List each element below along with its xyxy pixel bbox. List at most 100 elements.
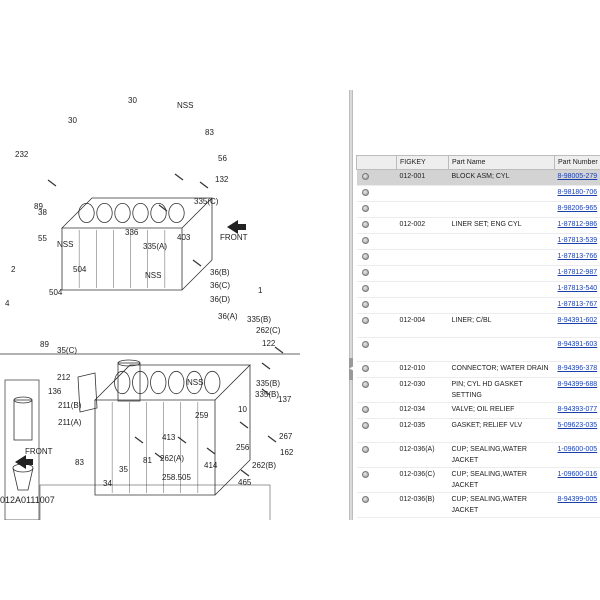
callout-label[interactable]: 504 [49, 288, 63, 297]
table-row[interactable]: 8-94391-603 [356, 337, 600, 362]
callout-label[interactable]: 132 [215, 175, 229, 184]
callout-label[interactable]: 232 [15, 150, 29, 159]
row-radio-button[interactable] [361, 406, 369, 413]
callout-label[interactable]: 122 [262, 339, 276, 348]
callout-label[interactable]: 36(B) [210, 268, 230, 277]
pane-splitter[interactable]: ◀ [349, 90, 354, 520]
row-radio-button[interactable] [361, 446, 369, 453]
callout-label[interactable]: 55 [38, 234, 47, 243]
callout-label[interactable]: 336 [125, 228, 139, 237]
callout-label[interactable]: 10 [238, 405, 247, 414]
callout-label[interactable]: 83 [205, 128, 214, 137]
part-number-link[interactable]: 8-94393-077 [557, 406, 598, 413]
table-row[interactable]: 8-98206-965 [356, 201, 600, 218]
row-radio-button[interactable] [361, 253, 369, 260]
row-radio-button[interactable] [361, 365, 369, 372]
part-number-link[interactable]: 1-87813-767 [557, 301, 598, 308]
callout-label[interactable]: 56 [218, 154, 227, 163]
part-number-link[interactable]: 1-87812-987 [557, 269, 598, 276]
callout-label[interactable]: 30 [68, 116, 77, 125]
callout-label[interactable]: 81 [143, 456, 152, 465]
row-radio-button[interactable] [361, 496, 369, 503]
part-number-link[interactable]: 8-94396-378 [557, 365, 598, 372]
callout-label[interactable]: 267 [279, 432, 293, 441]
callout-label[interactable]: 414 [204, 461, 218, 470]
table-row[interactable]: 1-87813-766 [356, 249, 600, 266]
callout-label[interactable]: 211(B) [58, 401, 82, 410]
callout-label[interactable]: 403 [177, 233, 191, 242]
part-number-link[interactable]: 1-87813-540 [557, 285, 598, 292]
part-number-link[interactable]: 1-87812-986 [557, 221, 598, 228]
callout-label[interactable]: 137 [278, 395, 292, 404]
callout-label[interactable]: 30 [128, 96, 137, 105]
callout-label[interactable]: 34 [103, 479, 112, 488]
callout-label[interactable]: 262(C) [256, 326, 281, 335]
part-number-link[interactable]: 8-94391-603 [557, 341, 598, 348]
row-radio-button[interactable] [361, 471, 369, 478]
table-row[interactable]: 1-87813-767 [356, 297, 600, 314]
row-radio-button[interactable] [361, 301, 369, 308]
row-radio-button[interactable] [361, 221, 369, 228]
table-row[interactable]: 1-87813-539 [356, 233, 600, 250]
part-number-link[interactable]: 8-98005-279 [557, 173, 598, 180]
table-row[interactable]: 1-87813-540 [356, 281, 600, 298]
callout-label[interactable]: 2 [11, 265, 16, 274]
callout-label[interactable]: 212 [57, 373, 71, 382]
callout-label[interactable]: 256 [236, 443, 250, 452]
callout-label[interactable]: 35(C) [57, 346, 77, 355]
part-number-link[interactable]: 1-09600-005 [557, 446, 598, 453]
part-number-link[interactable]: 8-98206-965 [557, 205, 598, 212]
callout-label[interactable]: 504 [73, 265, 87, 274]
callout-label[interactable]: 162 [280, 448, 294, 457]
row-radio-button[interactable] [361, 269, 369, 276]
callout-label[interactable]: 136 [48, 387, 62, 396]
callout-label[interactable]: 335(B) [247, 315, 271, 324]
callout-label[interactable]: 335(C) [194, 197, 219, 206]
callout-label[interactable]: 335(A) [143, 242, 167, 251]
callout-label[interactable]: 258.505 [162, 473, 191, 482]
callout-label[interactable]: 89 [40, 340, 49, 349]
callout-label[interactable]: NSS [177, 101, 193, 110]
row-radio-button[interactable] [361, 285, 369, 292]
row-radio-button[interactable] [361, 381, 369, 388]
callout-label[interactable]: 335(B) [256, 379, 280, 388]
callout-label[interactable]: FRONT [25, 447, 53, 456]
callout-label[interactable]: 36(D) [210, 295, 230, 304]
row-radio-button[interactable] [361, 422, 369, 429]
callout-label[interactable]: 262(B) [252, 461, 276, 470]
part-number-link[interactable]: 8-94399-005 [557, 496, 598, 503]
callout-label[interactable]: 36(C) [210, 281, 230, 290]
callout-label[interactable]: 259 [195, 411, 209, 420]
callout-label[interactable]: 4 [5, 299, 10, 308]
part-number-link[interactable]: 8-94391-602 [557, 317, 598, 324]
callout-label[interactable]: FRONT [220, 233, 248, 242]
part-number-link[interactable]: 1-09600-016 [557, 471, 598, 478]
row-radio-button[interactable] [361, 173, 369, 180]
callout-label[interactable]: 465 [238, 478, 252, 487]
row-radio-button[interactable] [361, 341, 369, 348]
part-number-link[interactable]: 5-09623-035 [557, 422, 598, 429]
callout-label[interactable]: NSS [57, 240, 73, 249]
collapse-arrow-icon[interactable]: ◀ [349, 358, 354, 380]
callout-label[interactable]: 335(B) [255, 390, 279, 399]
callout-label[interactable]: 262(A) [160, 454, 184, 463]
callout-label[interactable]: 1 [258, 286, 263, 295]
callout-label[interactable]: NSS [145, 271, 161, 280]
callout-label[interactable]: 35 [119, 465, 128, 474]
part-number-link[interactable]: 8-94399-688 [557, 381, 598, 388]
callout-label[interactable]: 83 [75, 458, 84, 467]
callout-label[interactable]: 38 [38, 208, 47, 217]
row-radio-button[interactable] [361, 317, 369, 324]
